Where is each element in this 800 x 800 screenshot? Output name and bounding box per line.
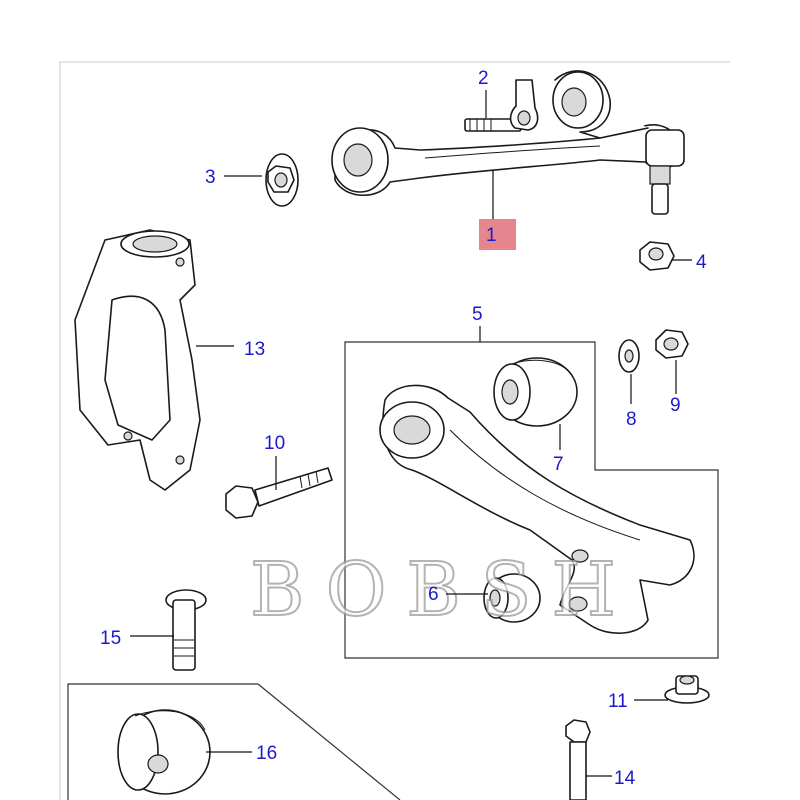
bolt-part-14 (565, 719, 591, 800)
callout-15: 15 (100, 628, 121, 649)
callout-6: 6 (428, 584, 439, 605)
flanged-nut-part-11 (664, 675, 710, 704)
callout-3: 3 (205, 167, 216, 188)
callout-1-highlight (479, 219, 516, 250)
bushing-part-16 (117, 709, 211, 795)
callout-8: 8 (626, 409, 637, 430)
washer-part-8 (618, 339, 640, 373)
callout-4: 4 (696, 252, 707, 273)
bolt-part-15 (165, 589, 207, 671)
flanged-nut-part-4 (639, 241, 675, 271)
steering-knuckle-part-13 (74, 229, 201, 491)
long-bolt-part-10 (225, 467, 333, 519)
callout-16: 16 (256, 743, 277, 764)
bushing-part-6 (483, 573, 541, 623)
lower-control-arm (379, 384, 695, 635)
bolt-part-2 (464, 79, 539, 132)
callout-1: 1 (486, 225, 497, 246)
bushing-part-7 (493, 357, 578, 427)
nut-part-9 (655, 329, 689, 359)
outer-frame (59, 61, 730, 800)
callout-10: 10 (264, 433, 285, 454)
watermark-text: BOBSH (250, 547, 636, 633)
washer-nut-part-3 (265, 153, 299, 207)
upper-control-arm (331, 70, 685, 215)
lower-arm-kit-frame (344, 341, 719, 659)
callout-5: 5 (472, 304, 483, 325)
lower-kit-frame (67, 683, 401, 800)
callout-11: 11 (608, 691, 628, 712)
callout-9: 9 (670, 395, 681, 416)
callout-2: 2 (478, 68, 489, 89)
callout-14: 14 (614, 768, 636, 789)
callout-13: 13 (244, 339, 265, 360)
callout-7: 7 (553, 454, 564, 475)
